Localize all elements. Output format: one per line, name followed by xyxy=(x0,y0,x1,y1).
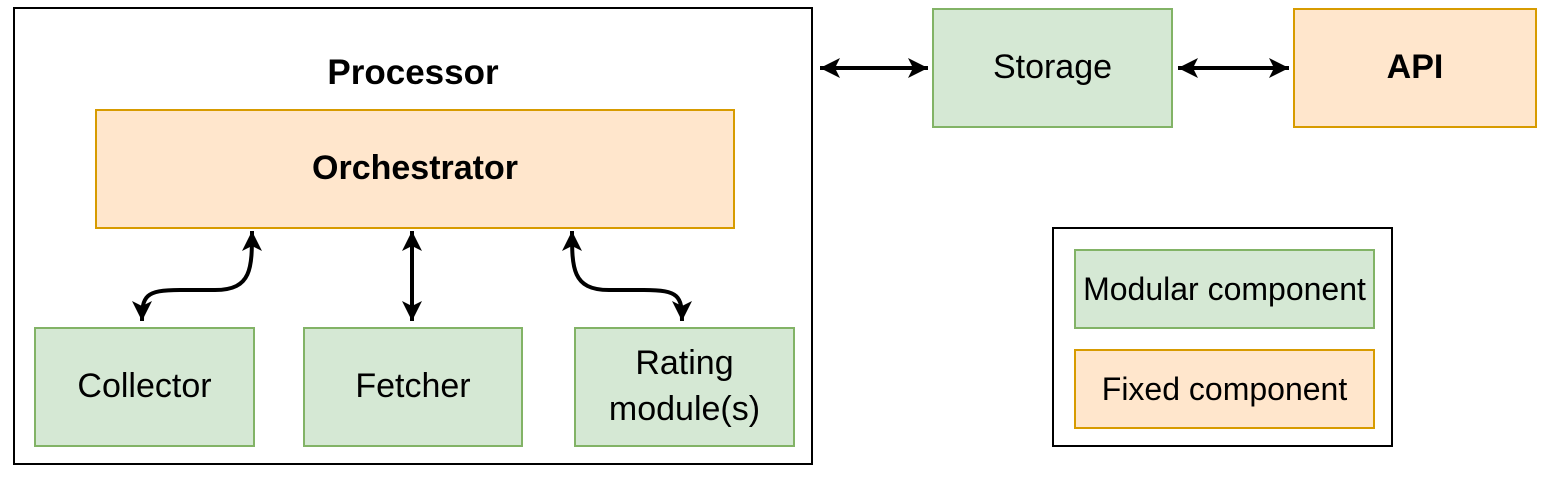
collector-label: Collector xyxy=(77,367,212,406)
storage-label: Storage xyxy=(992,48,1113,87)
legend-fixed-label: Fixed component xyxy=(1101,370,1348,407)
orchestrator-node: Orchestrator xyxy=(95,109,735,229)
fetcher-node: Fetcher xyxy=(303,327,523,447)
rating-module-node: Rating module(s) xyxy=(574,327,795,447)
api-label: API xyxy=(1386,48,1444,87)
legend-item-fixed: Fixed component xyxy=(1074,349,1375,429)
collector-node: Collector xyxy=(34,327,255,447)
api-node: API xyxy=(1293,8,1537,128)
processor-container: Processor Orchestrator Collector Fetcher… xyxy=(13,7,813,465)
fetcher-label: Fetcher xyxy=(355,367,471,406)
legend-modular-label: Modular component xyxy=(1083,270,1366,307)
legend-item-modular: Modular component xyxy=(1074,249,1375,329)
storage-node: Storage xyxy=(932,8,1173,128)
orchestrator-label: Orchestrator xyxy=(312,149,518,188)
rating-module-label: Rating module(s) xyxy=(608,344,761,428)
legend-box: Modular component Fixed component xyxy=(1052,227,1393,447)
processor-title: Processor xyxy=(327,53,499,92)
